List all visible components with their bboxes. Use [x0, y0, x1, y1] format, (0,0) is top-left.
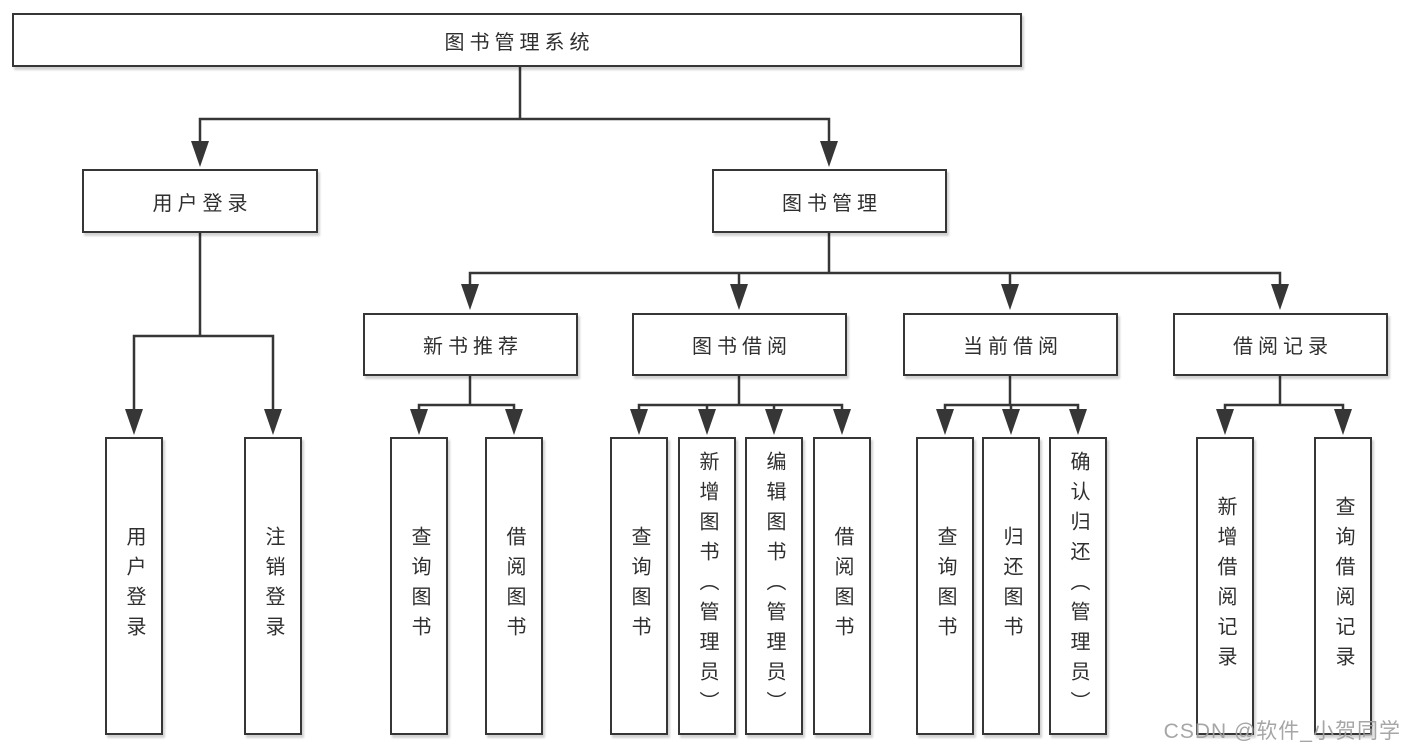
leaf-confirm-return-admin: 确认归还（管理员）: [1049, 437, 1107, 735]
leaf-add-books-admin: 新增图书（管理员）: [678, 437, 736, 735]
node-borrowing-records: 借阅记录: [1173, 313, 1388, 376]
leaf-return-books: 归还图书: [982, 437, 1040, 735]
node-book-borrowing: 图书借阅: [632, 313, 847, 376]
leaf-edit-books-admin: 编辑图书（管理员）: [745, 437, 803, 735]
leaf-borrow-books-recommend: 借阅图书: [485, 437, 543, 735]
node-current-borrowing: 当前借阅: [903, 313, 1118, 376]
leaf-query-borrow-record: 查询借阅记录: [1314, 437, 1372, 735]
node-library-management-system: 图书管理系统: [12, 13, 1022, 67]
leaf-logout: 注销登录: [244, 437, 302, 735]
node-new-book-recommend: 新书推荐: [363, 313, 578, 376]
node-user-login: 用户登录: [82, 169, 318, 233]
node-book-management: 图书管理: [712, 169, 947, 233]
leaf-user-login: 用户登录: [105, 437, 163, 735]
leaf-query-books-borrowing: 查询图书: [610, 437, 668, 735]
leaf-query-books-recommend: 查询图书: [390, 437, 448, 735]
leaf-query-books-current: 查询图书: [916, 437, 974, 735]
leaf-borrow-books-borrowing: 借阅图书: [813, 437, 871, 735]
leaf-add-borrow-record: 新增借阅记录: [1196, 437, 1254, 735]
